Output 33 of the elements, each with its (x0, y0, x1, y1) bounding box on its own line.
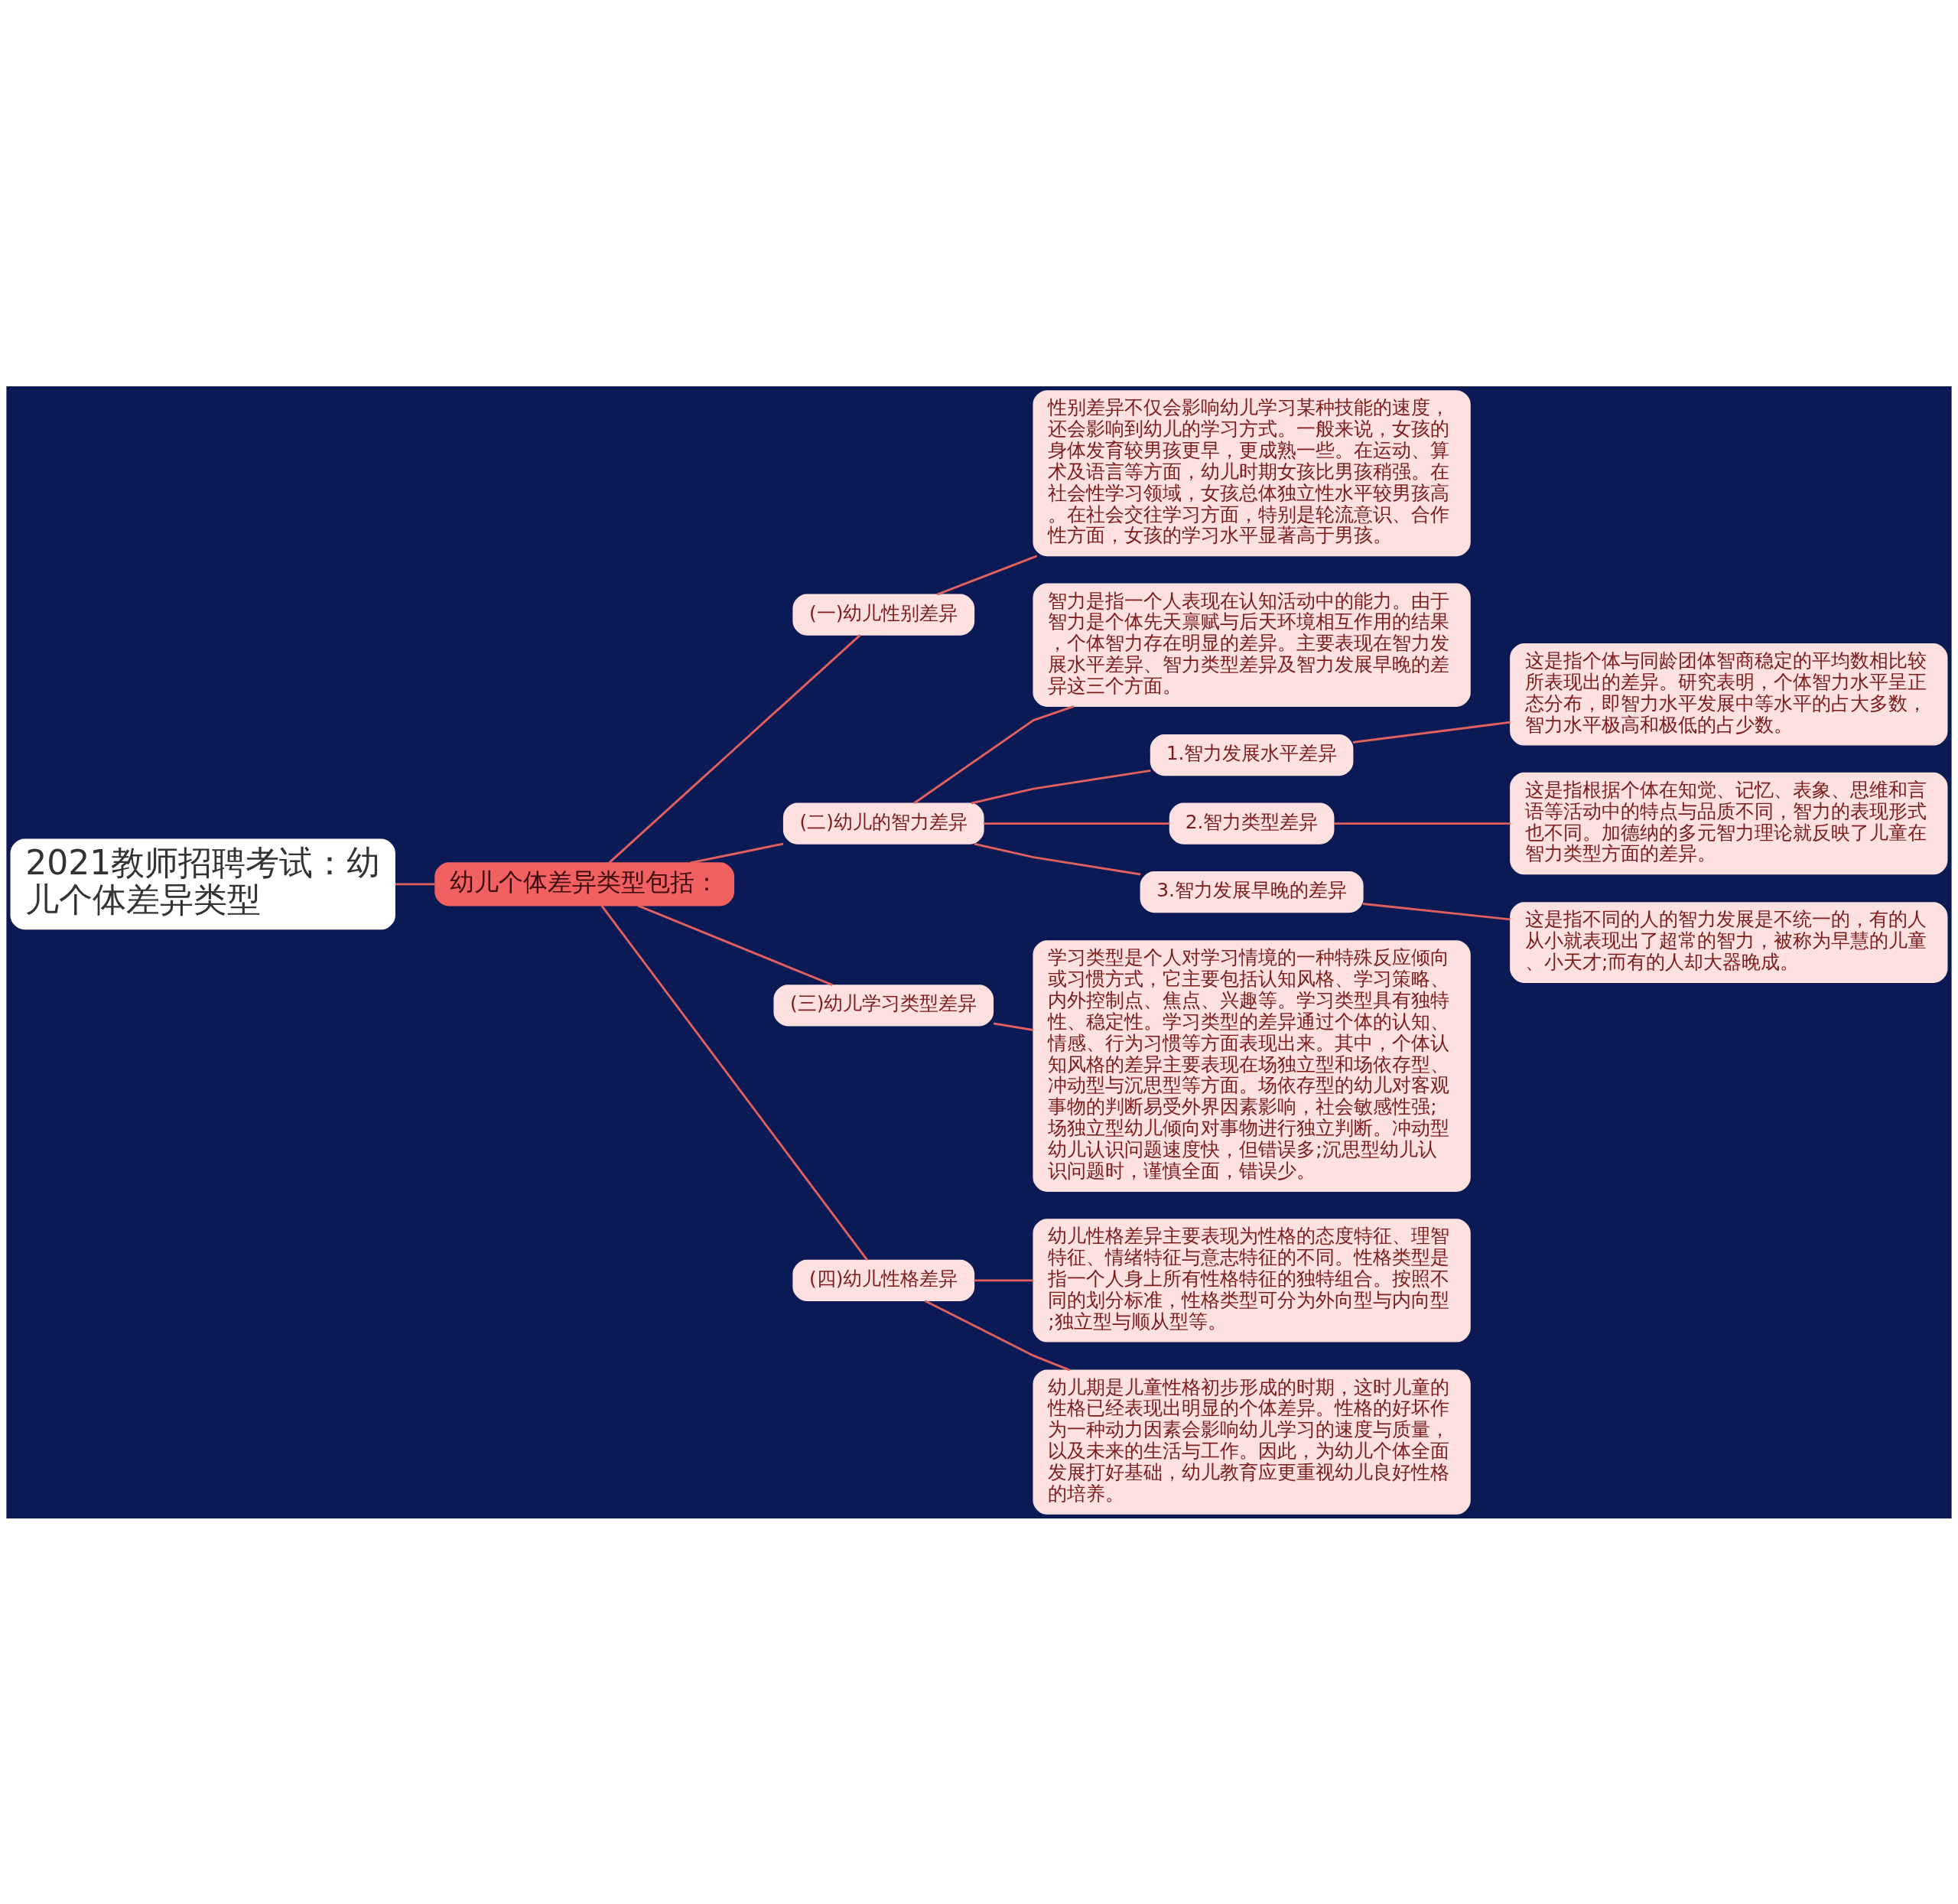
connector (936, 554, 1038, 596)
node-box: (二)幼儿的智力差异 (782, 802, 984, 845)
connector (395, 882, 435, 885)
node-box: (一)幼儿性别差异 (792, 594, 975, 636)
connector (1362, 902, 1511, 920)
node-box: 学习类型是个人对学习情境的一种特殊反应倾向或习惯方式，它主要包括认知风格、学习策略、内外控制点、焦点、兴趣等。学习类型具有独特性、稳定性。学习类型的差异通过个体的认知、情感、行为习惯等方面表现出来。其中，个体认知风格的差异主要表现在场独立型和场依存型、冲动型与沉思型等方面。场依存型的幼儿对客观事物的判断易受外界因素影响，社会敏感性强;场独立型幼儿倾向对事物进行独立判断。冲动型幼儿认识问题速度快，但错误多;沉思型幼儿认识问题时，谨慎全面，错误少。 (1033, 939, 1471, 1192)
node-box: 幼儿性格差异主要表现为性格的态度特征、理智特征、情绪特征与意志特征的不同。性格类型是指一个人身上所有性格特征的独特组合。按照不同的划分标准，性格类型可分为外向型与内向型;独立型与顺从型等。 (1033, 1218, 1471, 1343)
connector (600, 904, 868, 1261)
node-box: (三)幼儿学习类型差异 (773, 984, 994, 1026)
node-box: 2.智力类型差异 (1169, 802, 1335, 845)
node-box: 这是指根据个体在知觉、记忆、表象、思维和言语等活动中的特点与品质不同，智力的表现形式也不同。加德纳的多元智力理论就反映了儿童在智力类型方面的差异。 (1510, 772, 1948, 874)
connector (1334, 822, 1511, 825)
connector (924, 1299, 1071, 1371)
node-box: 幼儿个体差异类型包括： (434, 861, 735, 906)
node-box: 幼儿期是儿童性格初步形成的时期，这时儿童的性格已经表现出明显的个体差异。性格的好坏作为一种动力因素会影响幼儿学习的速度与质量，以及未来的生活与工作。因此，为幼儿个体全面发展打好基础，幼儿教育应更重视幼儿良好性格的培养。 (1033, 1369, 1471, 1515)
connector (993, 1021, 1034, 1031)
node-box: 智力是指一个人表现在认知活动中的能力。由于智力是个体先天禀赋与后天环境相互作用的结果，个体智力存在明显的差异。主要表现在智力发展水平差异、智力类型差异及智力发展早晚的差异这三个方面。 (1033, 583, 1471, 707)
connector (984, 822, 1170, 825)
node-box: 性别差异不仅会影响幼儿学习某种技能的速度，还会影响到幼儿的学习方式。一般来说，女孩的身体发育较男孩更早，更成熟一些。在运动、算术及语言等方面，幼儿时期女孩比男孩稍强。在社会性学习领域，女孩总体独立性水平较男孩高。在社会交往学习方面，特别是轮流意识、合作性方面，女孩的学习水平显著高于男孩。 (1033, 389, 1471, 556)
node-box: 这是指不同的人的智力发展是不统一的，有的人从小就表现出了超常的智力，被称为早慧的儿童、小天才;而有的人却大器晚成。 (1510, 901, 1948, 983)
connector (608, 633, 861, 864)
connector (974, 842, 1141, 875)
connector (974, 1278, 1033, 1281)
connector (690, 842, 784, 864)
node-box: 3.智力发展早晚的差异 (1140, 871, 1364, 913)
node-box: 1.智力发展水平差异 (1150, 734, 1354, 776)
connector (971, 769, 1151, 805)
node-box: (四)幼儿性格差异 (792, 1259, 975, 1301)
connector (1352, 721, 1511, 744)
connector (637, 903, 834, 986)
node-box: 这是指个体与同龄团体智商稳定的平均数相比较所表现出的差异。研究表明，个体智力水平呈正态分布，即智力水平发展中等水平的占大多数，智力水平极高和极低的占少数。 (1510, 643, 1948, 746)
connector (913, 705, 1075, 804)
node-box: 2021教师招聘考试：幼儿个体差异类型 (10, 838, 395, 929)
